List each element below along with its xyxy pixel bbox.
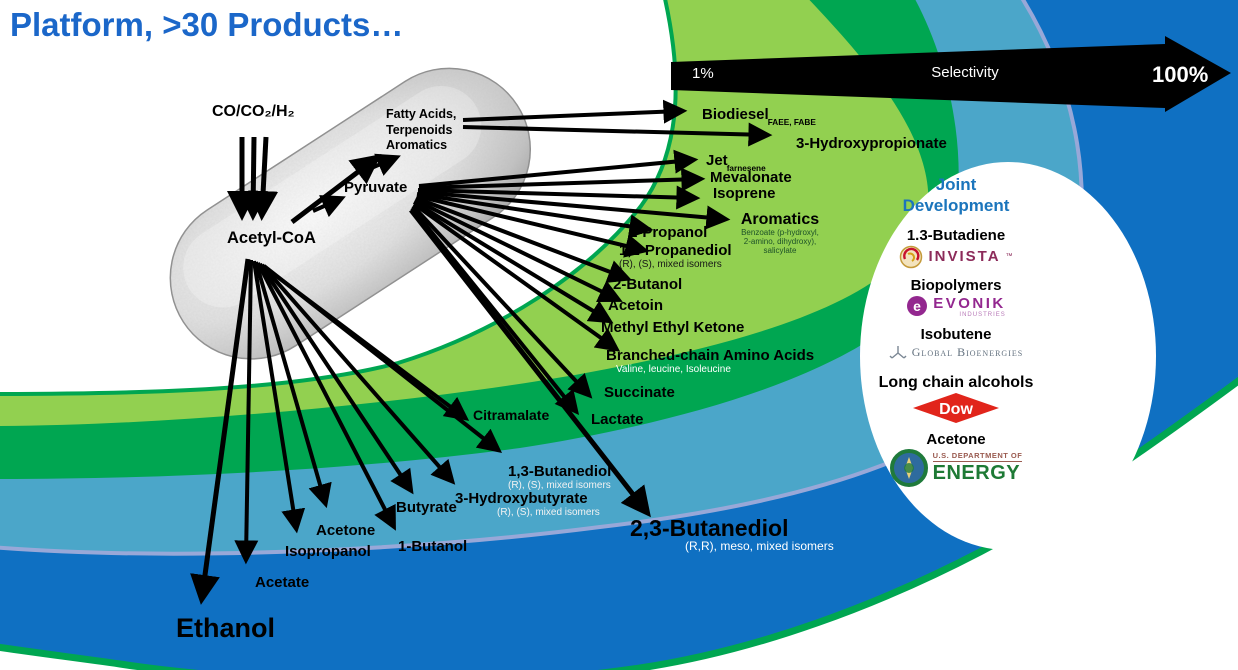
pathway-arrow: [409, 208, 651, 518]
pathway-arrow: [260, 263, 456, 485]
selectivity-start-label: 1%: [692, 65, 714, 82]
jd-product-biopolymers: Biopolymers: [910, 276, 1002, 294]
pathway-arrow: [252, 260, 306, 534]
pathway-arrow: [410, 206, 580, 415]
jd-product-butadiene: 1.3-Butadiene: [906, 226, 1006, 244]
pathway-arrow: [254, 261, 332, 509]
doe-seal-icon: [889, 448, 928, 487]
selectivity-arrow-bar: [671, 36, 1231, 112]
product-label: 1,3-Butanediol(R), (S), mixed isomers: [508, 463, 612, 491]
joint-development-heading: Joint Development: [902, 175, 1010, 216]
product-label: Acetate: [255, 574, 310, 591]
product-label: 1-Butanol: [398, 538, 468, 555]
evonik-e-icon: e: [907, 296, 928, 316]
product-label: BiodieselFAEE, FABE: [702, 106, 816, 127]
svg-text:e: e: [913, 298, 921, 314]
product-label: Methyl Ethyl Ketone: [601, 319, 745, 336]
pathway-arrow: [290, 154, 382, 224]
pathway-arrow: [418, 167, 706, 192]
pyruvate-label: Pyruvate: [344, 179, 408, 196]
pathway-arrow: [256, 262, 396, 531]
jd-product-acetone: Acetone: [926, 430, 986, 448]
product-label: 2-Butanol: [613, 276, 683, 293]
product-label: Isopropanol: [285, 543, 371, 560]
product-label: 3-Hydroxypropionate: [796, 135, 947, 152]
pathway-arrow: [368, 153, 401, 176]
product-label: 3-Hydroxybutyrate(R), (S), mixed isomers: [455, 490, 600, 518]
dow-logo: Dow: [852, 392, 1060, 423]
pathway-arrow: [412, 202, 621, 352]
substrate-label: CO/CO₂/H₂: [212, 103, 295, 120]
selectivity-label: Selectivity: [931, 64, 999, 81]
pathway-arrow: [416, 192, 654, 239]
jd-product-long-chain-alcohols: Long chain alcohols: [878, 373, 1034, 391]
product-label: Butyrate: [396, 499, 457, 516]
product-label: Mevalonate: [710, 169, 792, 186]
pathway-arrow: [258, 262, 414, 495]
product-label: Lactate: [591, 411, 644, 428]
svg-text:Dow: Dow: [939, 401, 973, 418]
product-label: Ethanol: [176, 613, 275, 643]
pathway-arrow: [417, 190, 731, 230]
product-label: 1-Propanol: [629, 224, 708, 241]
pathway-arrow: [417, 185, 701, 210]
pathway-arrow: [462, 122, 773, 147]
invista-swirl-icon: [900, 245, 923, 268]
pathway-arrow: [416, 194, 650, 258]
dow-diamond-icon: Dow: [913, 392, 999, 423]
jd-product-isobutene: Isobutene: [920, 325, 992, 343]
product-label: Acetone: [316, 522, 376, 539]
global-bioenergies-logo: Global Bioenergies: [852, 344, 1060, 362]
product-label: 2,3-Butanediol(R,R), meso, mixed isomers: [630, 515, 834, 554]
joint-development-oval: [860, 162, 1156, 550]
pathway-arrow: [462, 99, 688, 124]
pathway-arrow: [418, 149, 699, 188]
pathway-arrow: [234, 259, 259, 565]
fatty-acids-label: Fatty Acids, Terpenoids Aromatics: [386, 107, 457, 152]
pathway-arrow: [261, 264, 470, 421]
slide-title: Platform, >30 Products…: [10, 6, 404, 43]
pathway-arrow: [415, 196, 632, 283]
evonik-logo: e EVONIK INDUSTRIES: [852, 295, 1060, 318]
pathway-arrow: [238, 136, 269, 221]
doe-logo: U.S. DEPARTMENT OF ENERGY: [852, 448, 1060, 487]
pathway-arrow: [412, 200, 614, 324]
metabolic-arrows: [190, 99, 773, 605]
acetyl-coa-label: Acetyl-CoA: [227, 229, 316, 247]
product-label: Isoprene: [713, 185, 776, 202]
product-label: Acetoin: [608, 297, 664, 314]
product-label: Jetfarnesene: [706, 152, 766, 173]
pathway-arrow: [414, 198, 623, 303]
pathway-arrow: [190, 258, 251, 605]
product-label: Succinate: [604, 384, 675, 401]
pathway-arrow: [411, 204, 593, 399]
product-label: 1,2-Propanediol(R), (S), mixed isomers: [619, 242, 732, 270]
product-label: Citramalate: [473, 407, 550, 423]
pathway-arrow: [312, 195, 346, 218]
pathway-arrow: [248, 136, 279, 221]
selectivity-end-label: 100%: [1152, 62, 1209, 87]
molecule-icon: [889, 345, 907, 359]
